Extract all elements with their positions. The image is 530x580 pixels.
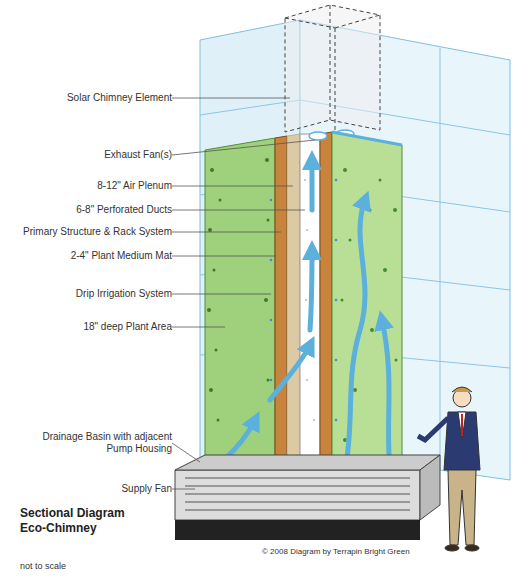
part-label: 2-4" Plant Medium Mat	[2, 250, 172, 262]
part-label: 6-8" Perforated Ducts	[2, 204, 172, 216]
airflow-arrows	[180, 160, 390, 490]
part-label: Supply Fan	[2, 483, 172, 495]
diagram-title: Sectional Diagram Eco-Chimney	[20, 506, 138, 536]
human-figure	[418, 387, 480, 551]
part-label: 18" deep Plant Area	[2, 321, 172, 333]
copyright-note: © 2008 Diagram by Terrapin Bright Green	[262, 546, 462, 558]
part-label: 8-12" Air Plenum	[2, 180, 172, 192]
leader-lines	[172, 98, 315, 489]
solar-chimney-outline	[285, 5, 380, 138]
part-label: Exhaust Fan(s)	[2, 149, 172, 161]
part-label: Solar Chimney Element	[2, 92, 172, 104]
drainage-basin	[175, 455, 440, 540]
front-plant-wall	[270, 132, 402, 470]
scale-note: not to scale	[20, 560, 140, 572]
part-label: Drip Irrigation System	[2, 288, 172, 300]
left-plant-wall	[205, 138, 275, 478]
part-label: Primary Structure & Rack System	[2, 226, 172, 238]
part-label: Drainage Basin with adjacent Pump Housin…	[22, 431, 172, 455]
